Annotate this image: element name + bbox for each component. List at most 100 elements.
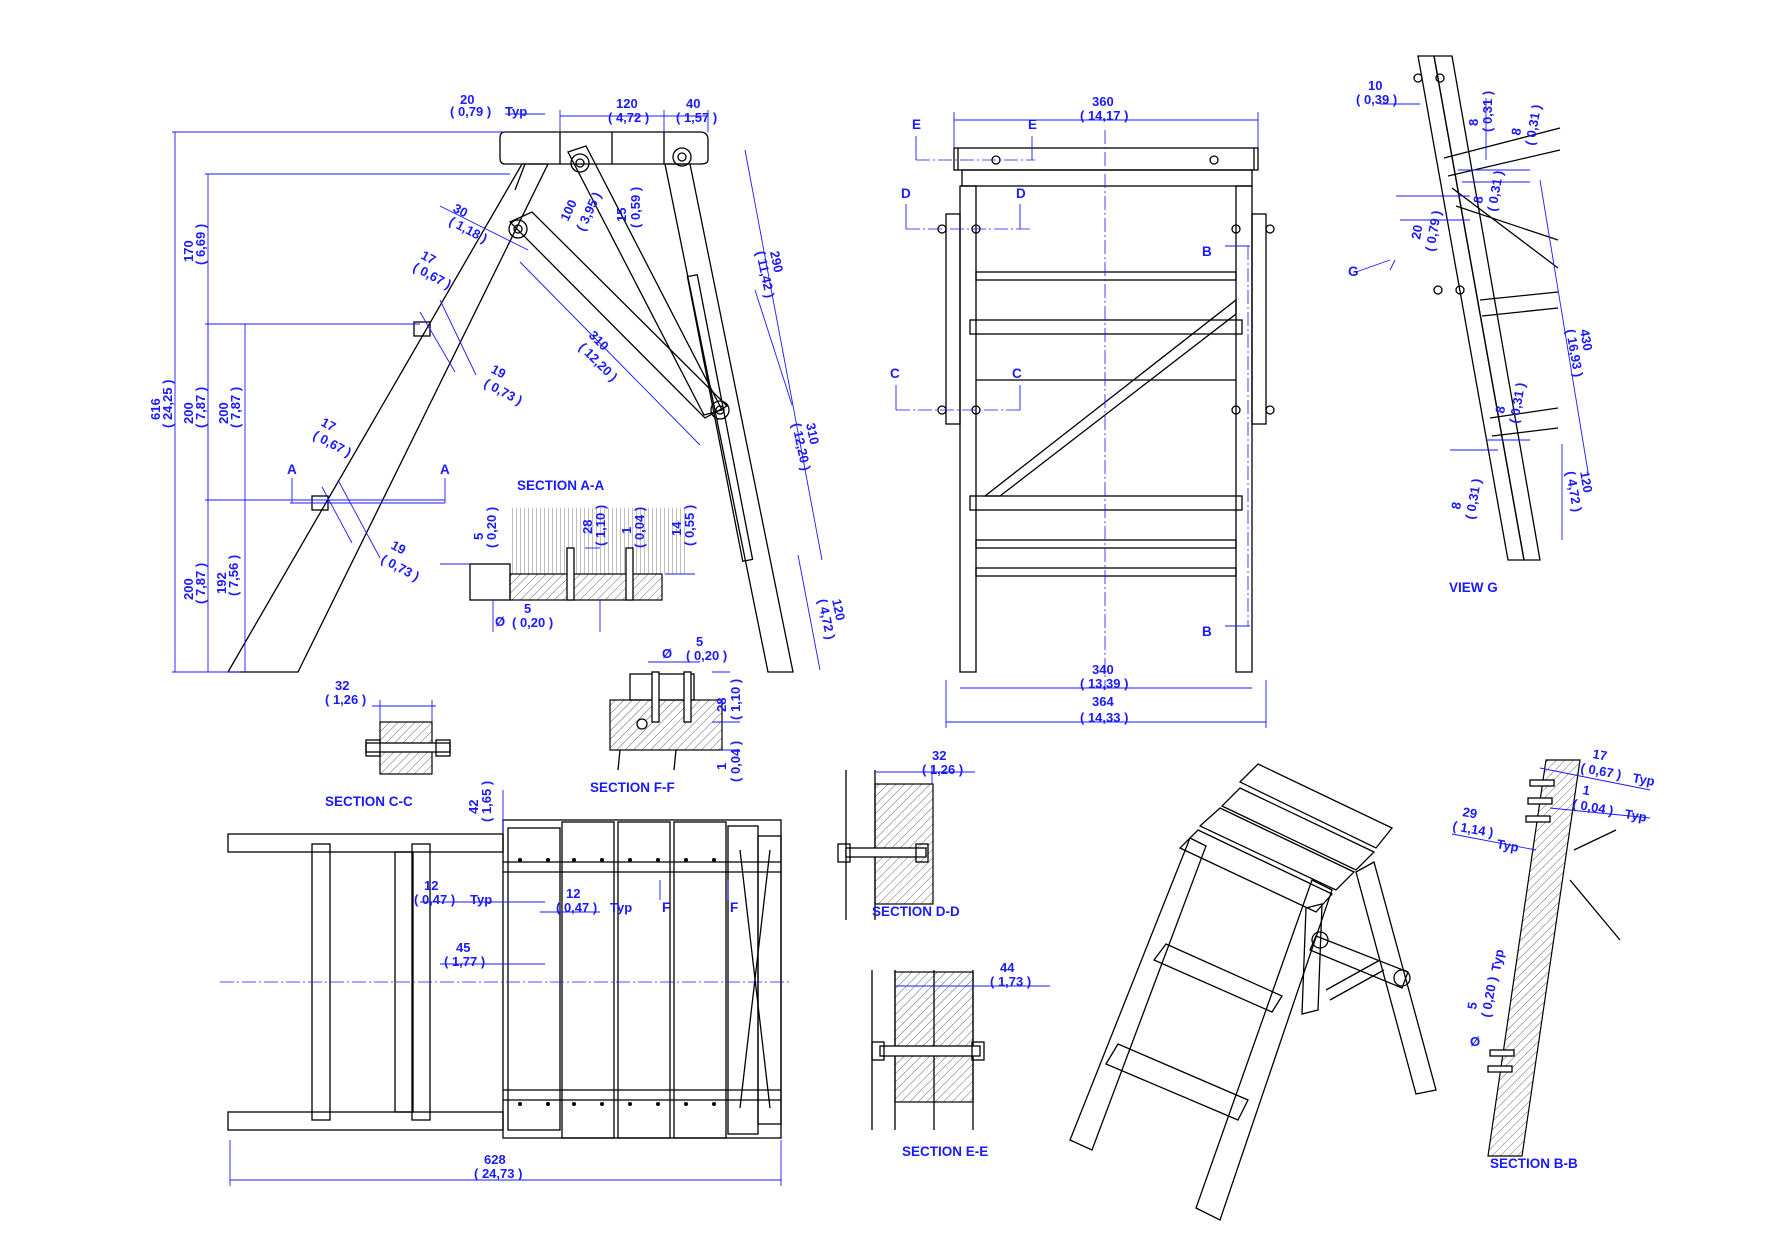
top-dim-628-in: ( 24,73 ) — [474, 1166, 522, 1181]
dim-192: 192 — [214, 572, 229, 594]
top-dim-typ-b: Typ — [610, 900, 632, 915]
dim-200-a: 200 — [181, 402, 196, 424]
g-dim-20: 20 — [1408, 224, 1425, 241]
g-dim-8-d: 8 — [1492, 405, 1508, 415]
view-g-marker: G — [1348, 264, 1359, 279]
dim-120: 120 — [616, 96, 638, 111]
top-dim-42: 42 — [466, 800, 481, 814]
section-ff: SECTION F-F Ø 5 ( 0,20 ) 28 ( 1,10 ) 1 (… — [590, 634, 743, 795]
aa-dim-14-in: ( 0,55 ) — [682, 505, 697, 546]
front-dim-364: 364 — [1092, 694, 1114, 709]
view-g: VIEW G G 10 ( 0,39 ) 8 ( 0,31 ) 8 ( 0,31… — [1348, 55, 1596, 595]
dim-19-upper-in: ( 0,73 ) — [482, 375, 525, 408]
aa-dim-dia5: 5 — [524, 601, 531, 616]
bb-dim-1: 1 — [1581, 782, 1591, 798]
dim-40-in: ( 1,57 ) — [676, 110, 717, 125]
top-dim-12-b-in: ( 0,47 ) — [556, 900, 597, 915]
aa-dim-28: 28 — [580, 520, 595, 534]
front-dim-360: 360 — [1092, 94, 1114, 109]
top-dim-42-in: ( 1,65 ) — [479, 781, 494, 822]
aa-dim-5-in: ( 0,20 ) — [484, 507, 499, 548]
front-dim-364-in: ( 14,33 ) — [1080, 710, 1128, 725]
aa-dim-14: 14 — [669, 521, 684, 536]
g-dim-120: 120 — [1577, 470, 1596, 494]
bb-dim-17: 17 — [1591, 746, 1608, 763]
dim-20: 20 — [460, 92, 474, 107]
g-dim-8-b-in: ( 0,31 ) — [1522, 103, 1544, 146]
section-bb-title: SECTION B-B — [1490, 1156, 1578, 1171]
dim-30-in: ( 1,18 ) — [447, 213, 490, 246]
bb-dim-29: 29 — [1461, 804, 1478, 821]
bb-dia-symbol: Ø — [1470, 1034, 1480, 1049]
aa-dim-1-in: ( 0,04 ) — [632, 507, 647, 548]
front-dim-340-in: ( 13,39 ) — [1080, 676, 1128, 691]
ff-dim-5-in: ( 0,20 ) — [686, 648, 727, 663]
ff-dim-28-in: ( 1,10 ) — [728, 679, 743, 720]
section-b-marker-bottom: B — [1202, 624, 1212, 639]
section-c-marker-right: C — [1012, 366, 1022, 381]
dim-typ: Typ — [505, 104, 527, 119]
bb-dim-typ-c: Typ — [1495, 836, 1519, 855]
bb-dim-typ-b: Typ — [1623, 806, 1647, 825]
ff-dim-5: 5 — [696, 634, 703, 649]
aa-dia-symbol: Ø — [495, 614, 505, 629]
g-dim-120-in: ( 4,72 ) — [1563, 470, 1585, 513]
dim-200-b-in: ( 7,87 ) — [228, 387, 243, 428]
dim-20-in: ( 0,79 ) — [450, 104, 491, 119]
dim-120-rear: 120 — [829, 598, 848, 622]
bb-dim-29-in: ( 1,14 ) — [1451, 818, 1494, 840]
top-view: 42 ( 1,65 ) 12 ( 0,47 ) Typ 12 ( 0,47 ) … — [220, 781, 790, 1186]
ee-dim-44-in: ( 1,73 ) — [990, 974, 1031, 989]
top-dim-45-in: ( 1,77 ) — [444, 954, 485, 969]
section-a-marker-right: A — [440, 462, 450, 477]
dim-192-in: ( 7,56 ) — [226, 555, 241, 596]
aa-dim-1: 1 — [619, 527, 634, 534]
dim-310-rear: 310 — [803, 422, 822, 446]
g-dim-8-e-in: ( 0,31 ) — [1462, 477, 1484, 520]
dim-120-in: ( 4,72 ) — [608, 110, 649, 125]
g-dim-8-a-in: ( 0,31 ) — [1480, 91, 1495, 132]
dim-17-upper: 17 — [419, 247, 439, 267]
front-dim-360-in: ( 14,17 ) — [1080, 108, 1128, 123]
dim-170-in: ( 6,69 ) — [193, 224, 208, 265]
top-dim-12-a-in: ( 0,47 ) — [414, 892, 455, 907]
section-bb: SECTION B-B 17 ( 0,67 ) Typ 1 ( 0,04 ) T… — [1451, 746, 1655, 1171]
g-dim-20-in: ( 0,79 ) — [1422, 209, 1444, 252]
section-ee-title: SECTION E-E — [902, 1144, 988, 1159]
section-ff-title: SECTION F-F — [590, 780, 675, 795]
ff-dim-28: 28 — [714, 698, 729, 712]
bb-dim-5-in: ( 0,20 ) — [1478, 975, 1500, 1018]
ff-dim-1: 1 — [714, 763, 729, 770]
dim-290: 290 — [767, 250, 786, 274]
isometric-view — [1069, 763, 1437, 1221]
dim-200-b: 200 — [216, 402, 231, 424]
section-d-marker-left: D — [901, 186, 911, 201]
section-aa: SECTION A-A 5 ( 0,20 ) 28 ( 1,10 ) 1 ( 0… — [440, 478, 697, 632]
section-c-marker-left: C — [890, 366, 900, 381]
dim-200-a-in: ( 7,87 ) — [193, 387, 208, 428]
dd-dim-32-in: ( 1,26 ) — [922, 762, 963, 777]
g-dim-8-c-in: ( 0,31 ) — [1484, 169, 1506, 212]
bb-dim-1-in: ( 0,04 ) — [1571, 796, 1614, 818]
g-dim-8-b: 8 — [1508, 127, 1524, 137]
ff-dim-1-in: ( 0,04 ) — [728, 741, 743, 782]
bb-dim-typ-a: Typ — [1631, 770, 1655, 789]
section-d-marker-right: D — [1016, 186, 1026, 201]
section-e-marker-right: E — [1028, 117, 1037, 132]
dim-200-c: 200 — [181, 578, 196, 600]
bb-dim-5: 5 — [1464, 1001, 1480, 1011]
dim-19-lower: 19 — [389, 537, 409, 557]
dim-616: 616 — [148, 398, 163, 420]
g-dim-8-d-in: ( 0,31 ) — [1506, 381, 1528, 424]
section-f-marker-left: F — [662, 900, 670, 915]
section-cc-title: SECTION C-C — [325, 794, 413, 809]
dim-15: 15 — [614, 208, 629, 222]
dim-170: 170 — [181, 240, 196, 262]
ff-dia-symbol: Ø — [662, 646, 672, 661]
dim-40: 40 — [686, 96, 700, 111]
cc-dim-32-in: ( 1,26 ) — [325, 692, 366, 707]
dim-19-upper: 19 — [489, 361, 509, 381]
aa-dim-5: 5 — [471, 533, 486, 540]
dim-17-lower: 17 — [319, 414, 339, 434]
